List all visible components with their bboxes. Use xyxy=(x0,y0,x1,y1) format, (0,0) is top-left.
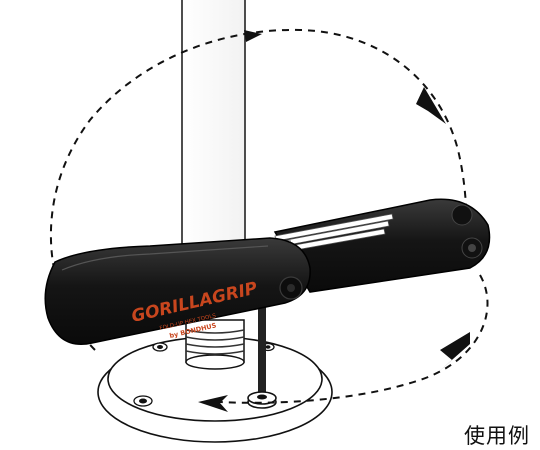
folding-hex-key-tool: GORILLAGRIP FOLD-UP HEX TOOLS by BONDHUS xyxy=(44,198,491,345)
set-screw xyxy=(247,300,277,409)
caption-usage-example: 使用例 xyxy=(464,424,530,448)
rotation-path xyxy=(49,28,489,404)
dashed-rotation-arrow-icon xyxy=(198,30,470,412)
threaded-stem xyxy=(185,319,245,370)
base-plate xyxy=(97,336,333,443)
vertical-post xyxy=(181,0,246,245)
